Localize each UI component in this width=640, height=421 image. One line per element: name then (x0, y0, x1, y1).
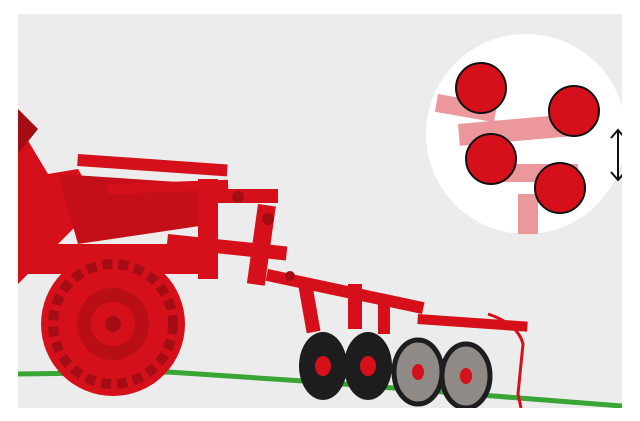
implement-illustration (18, 14, 622, 408)
packer-rollers (394, 340, 490, 408)
disc-gang (299, 332, 392, 400)
detail-inset (426, 34, 622, 234)
tractor-wheel (41, 252, 185, 396)
illustration-panel (18, 14, 622, 408)
